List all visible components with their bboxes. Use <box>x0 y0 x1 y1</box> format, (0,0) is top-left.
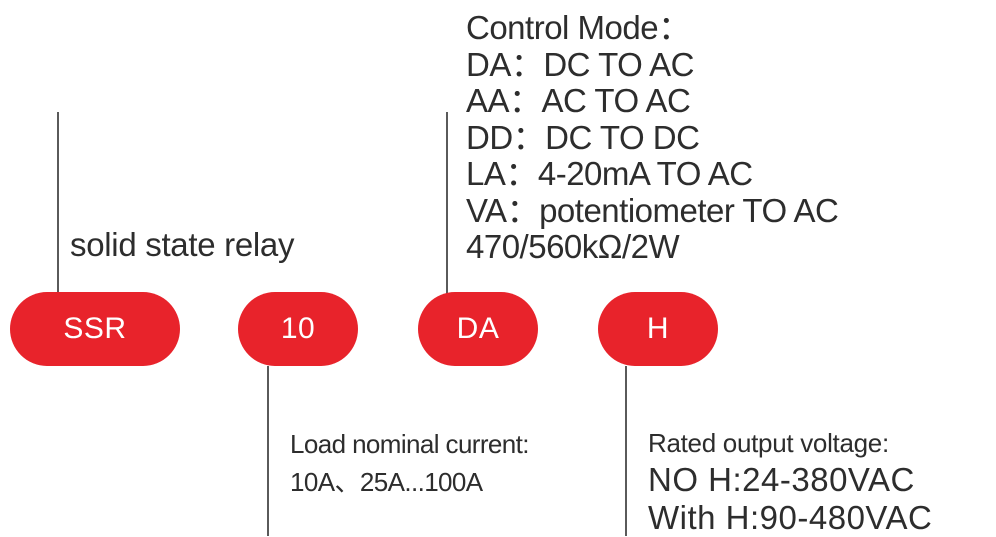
ssr-connector-line <box>57 112 59 299</box>
mode-code-pill: DA <box>418 292 538 366</box>
rated-voltage-title: Rated output voltage: <box>648 428 889 458</box>
load-current-title: Load nominal current: <box>290 429 529 459</box>
rated-voltage-line: NO H:24-380VAC <box>648 461 915 498</box>
ssr-description: solid state relay <box>70 226 295 263</box>
rated-voltage-line: With H:90-480VAC <box>648 499 933 536</box>
voltage-connector-line <box>625 366 627 536</box>
mode-connector-line <box>446 112 448 299</box>
control-mode-title: Control Mode： <box>466 9 691 46</box>
voltage-code-pill: H <box>598 292 718 366</box>
control-mode-item: DD：DC TO DC <box>466 118 700 156</box>
control-mode-item: DA：DC TO AC <box>466 45 695 83</box>
control-mode-item: AA：AC TO AC <box>466 82 691 119</box>
load-current-block: Load nominal current: 10A、25A...100A <box>290 425 529 501</box>
ssr-code-pill: SSR <box>10 292 180 366</box>
load-current-values: 10A、25A...100A <box>290 467 483 497</box>
current-connector-line <box>267 366 269 536</box>
current-code-pill: 10 <box>238 292 358 366</box>
control-mode-item: 470/560kΩ/2W <box>466 228 680 265</box>
control-mode-item: VA：potentiometer TO AC <box>466 191 839 229</box>
control-mode-block: Control Mode： DA：DC TO AC AA：AC TO AC DD… <box>466 9 839 266</box>
control-mode-item: LA：4-20mA TO AC <box>466 155 753 192</box>
rated-voltage-block: Rated output voltage: NO H:24-380VAC Wit… <box>648 425 932 537</box>
